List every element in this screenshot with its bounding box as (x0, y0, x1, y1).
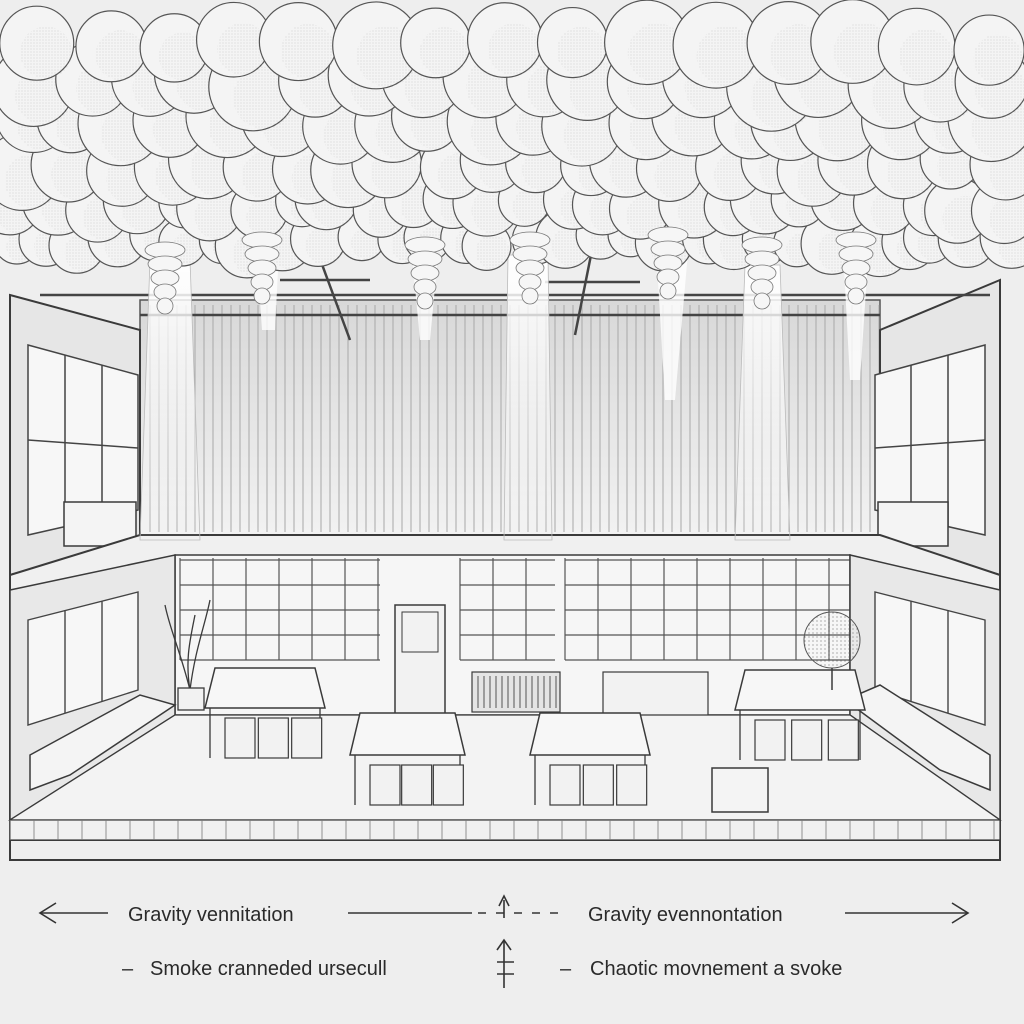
lower-floor (7, 554, 1002, 841)
dining-tables (204, 667, 866, 806)
legend-arrows (38, 894, 970, 988)
legend-label-chaotic-movement: Chaotic movnement a svoke (590, 958, 843, 980)
upper-window-left (27, 344, 139, 536)
legend-label-smoke: Smoke cranneded ursecull (150, 958, 387, 980)
legend-label-gravity-ventilation: Gravity vennitation (128, 904, 294, 926)
storage-box (711, 767, 769, 813)
smoke-cloud-layer (0, 0, 1024, 315)
lower-window-left (27, 591, 139, 726)
legend-dash-right: – (560, 958, 572, 980)
counter (602, 671, 709, 717)
legend-label-gravity-evennontation: Gravity evennontation (588, 904, 783, 926)
radiator (471, 671, 561, 713)
legend-dash-left: – (122, 958, 134, 980)
bench-left (29, 694, 177, 792)
cabinet-left (63, 501, 137, 547)
door (394, 604, 446, 716)
back-wall-windows (179, 558, 850, 661)
upper-window-right (874, 344, 986, 536)
plant-right (803, 611, 861, 690)
plant-left (164, 599, 211, 711)
bench-right (843, 684, 991, 792)
